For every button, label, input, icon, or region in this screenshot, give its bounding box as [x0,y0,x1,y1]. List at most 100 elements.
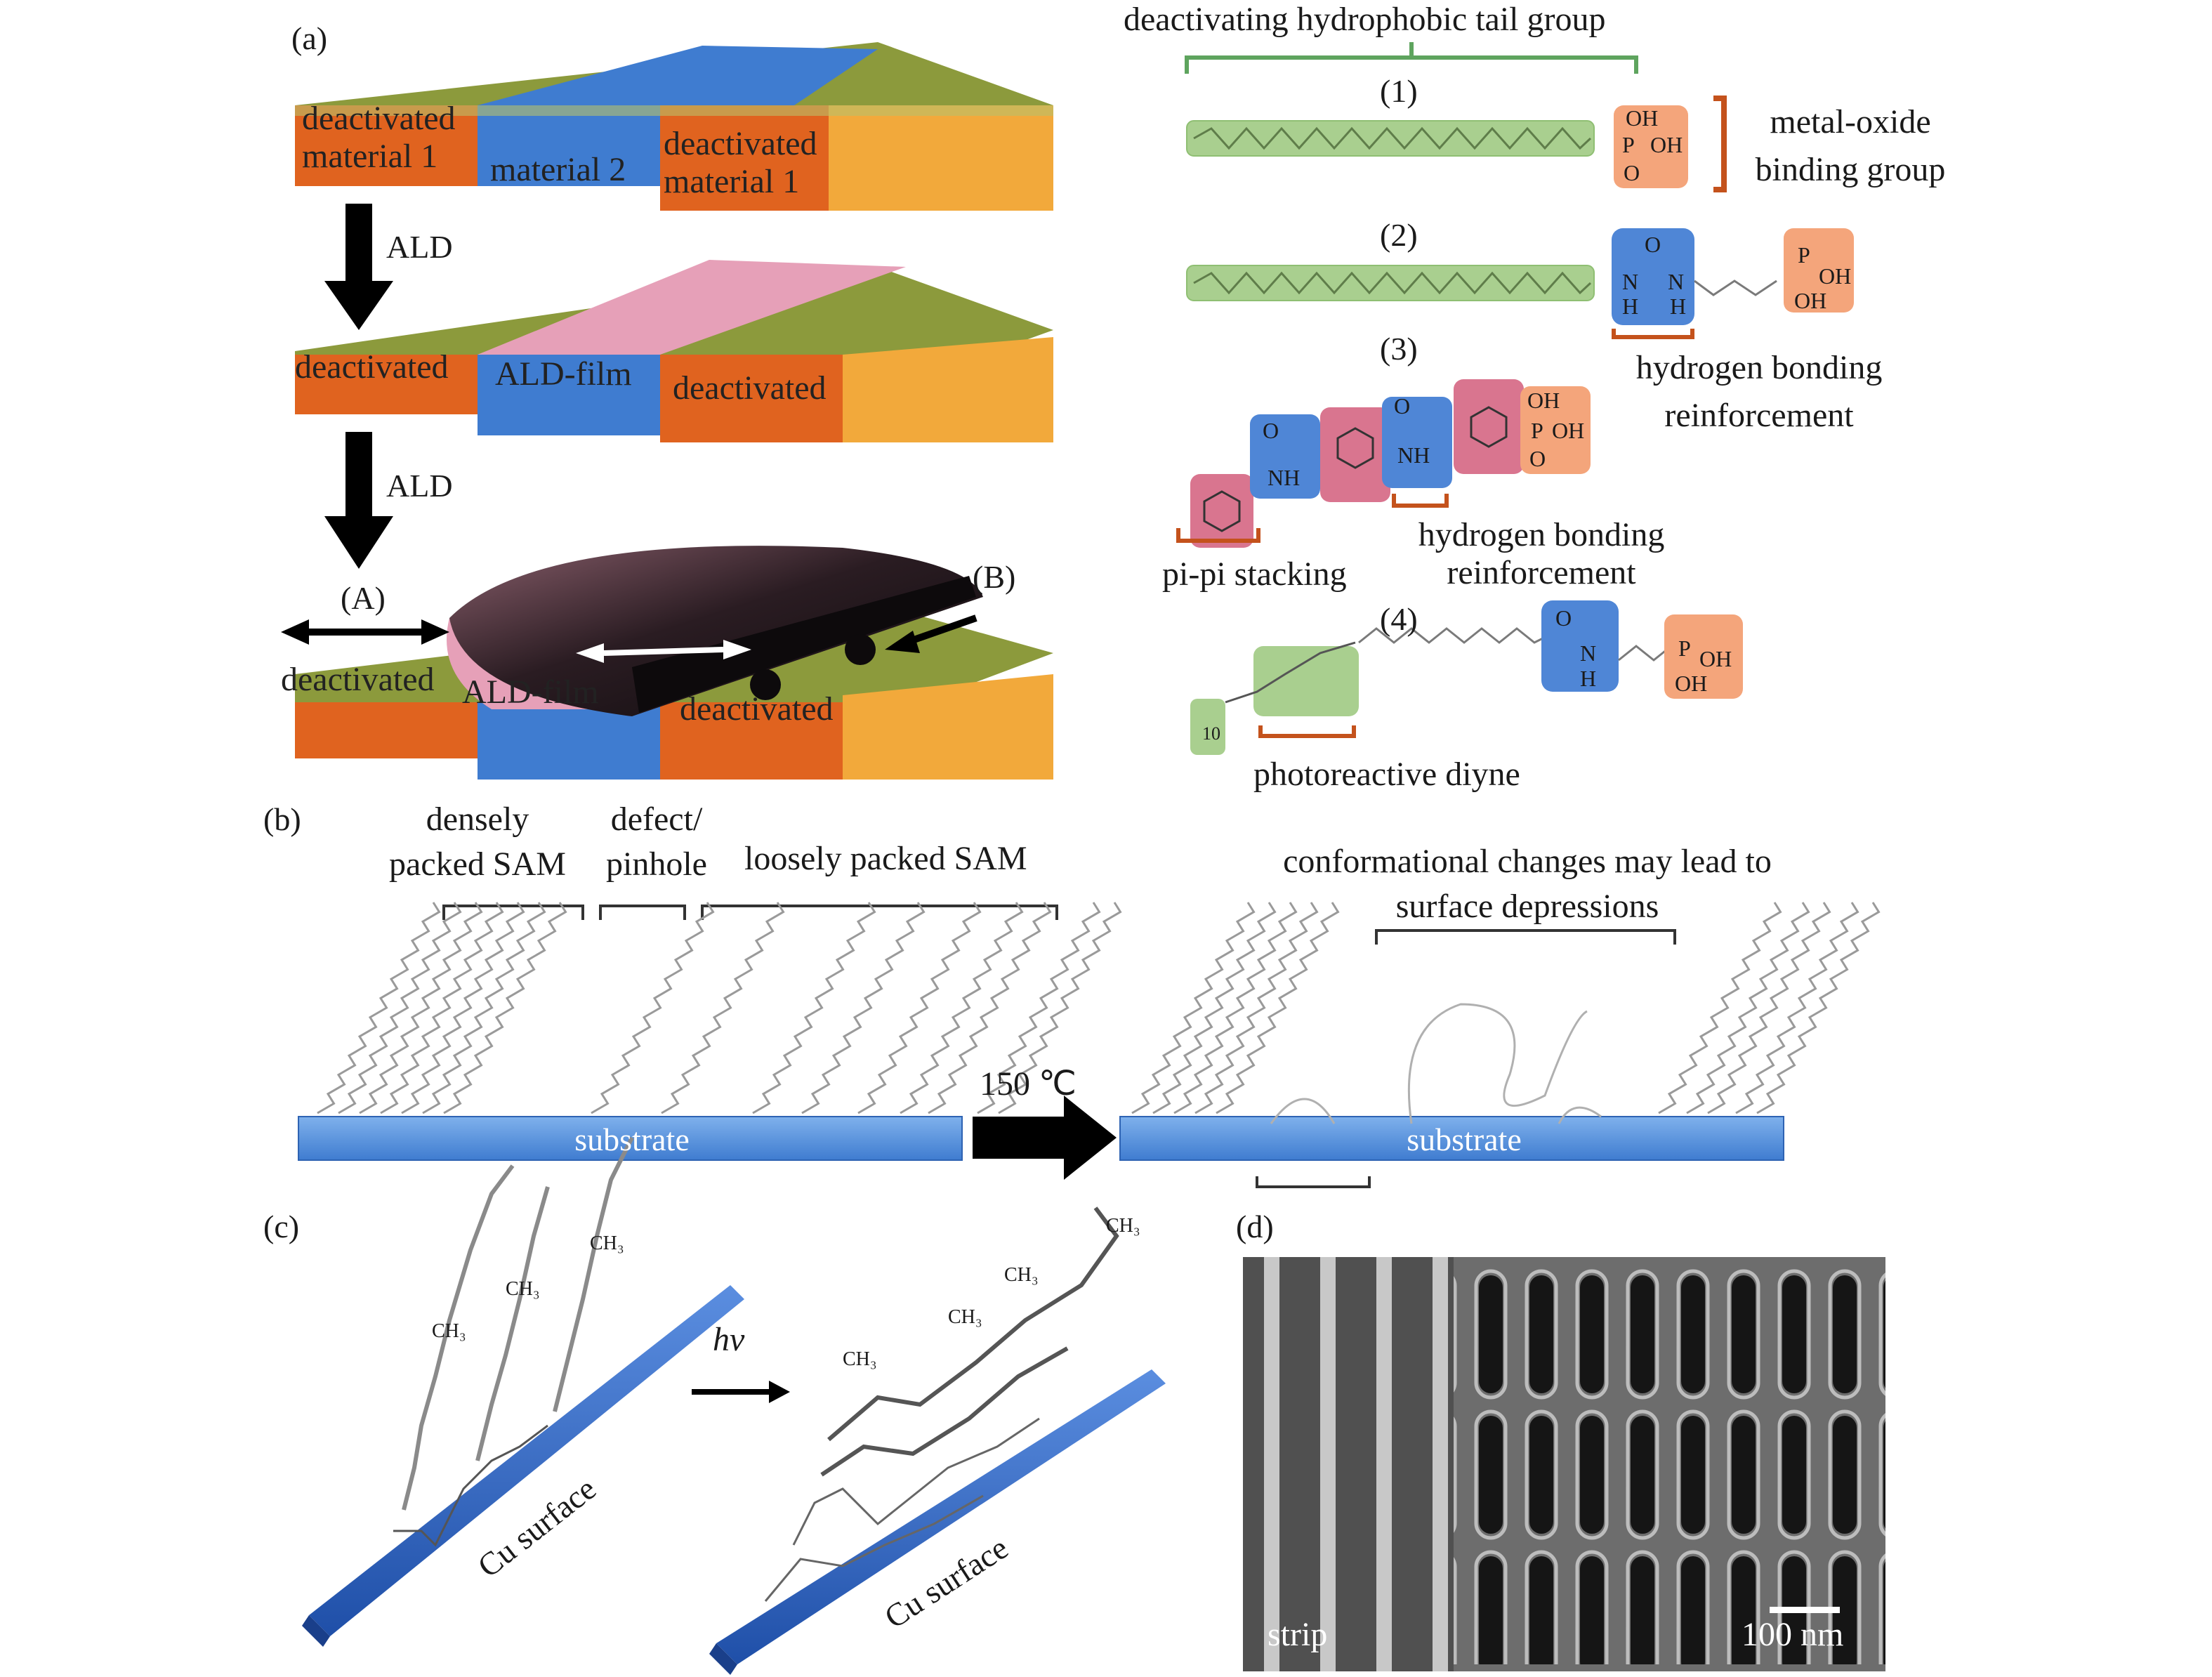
chem-o-4: O [1555,605,1572,631]
chem-h-2a: H [1622,294,1639,319]
molecule-3-number: (3) [1380,331,1418,367]
layer3-mark-a: (A) [341,580,386,616]
ch3-label-3: CH₃ [590,1232,624,1254]
chem-h-2b: H [1670,294,1687,319]
sam-chain-right [1194,902,1319,1114]
chem-p-2: P [1798,242,1810,268]
layer3-mark-b: (B) [973,559,1016,595]
chem-o-2: O [1645,232,1661,257]
panel-a-layer-1 [295,42,1053,211]
heat-arrow [973,1096,1117,1180]
conformational-loops [1270,1003,1602,1124]
hv-label: hv [713,1321,745,1358]
sam-chain-left [591,902,715,1114]
ch3-label-1: CH₃ [432,1320,466,1342]
layer3-left-label: deactivated [281,661,435,698]
sam-chain-left [338,902,462,1114]
sam-chain-right [1152,902,1277,1114]
chem-oh-2a: OH [1819,263,1852,289]
sam-chain-right [1707,902,1831,1114]
chem-o-3c: O [1529,446,1546,471]
arrow1-label: ALD [386,229,453,265]
sam-chain-left [380,902,504,1114]
molecule-4-number: (4) [1380,601,1418,637]
substrate-right-label: substrate [1407,1122,1522,1157]
chem-o-3a: O [1263,418,1279,443]
chem-h-4: H [1580,666,1597,691]
molecules-area [1176,42,1854,755]
chem-nh-3a: NH [1268,465,1301,490]
sam-chain-left [928,902,1052,1114]
chem-n-2a: N [1622,269,1639,294]
ch3-label-7: CH₃ [1106,1215,1140,1237]
chem-n-4: N [1580,640,1597,666]
chem-oh-4a: OH [1699,646,1732,671]
layer3-middle-label: ALD-film [462,673,599,711]
molecule-1-number: (1) [1380,73,1418,109]
layer2-left-label: deactivated [295,348,449,386]
layer3-right-label: deactivated [680,690,834,728]
sam-chain-left [977,902,1101,1114]
chem-n-2b: N [1668,269,1685,294]
hbond-label-1: hydrogen bonding reinforcement [1635,349,1883,434]
binding-group-label: metal-oxide binding group [1755,103,1946,188]
chem-oh-1b: OH [1650,132,1683,157]
substrate-left-label: substrate [574,1122,690,1157]
sam-chain-left [401,902,525,1114]
panel-d-sem-image [1243,1257,1885,1671]
panel-label-b: (b) [263,801,301,837]
sam-chain-left [998,902,1122,1114]
sam-chain-right [1173,902,1298,1114]
arrow2-label: ALD [386,468,453,504]
chem-oh-1: OH [1626,105,1659,131]
ch3-label-4: CH₃ [843,1348,877,1370]
panel-b-braces [442,905,1676,1188]
panel-label-c: (c) [263,1209,300,1244]
panel-label-d: (d) [1236,1209,1274,1244]
layer1-right-label: deactivated material 1 [664,125,817,200]
sam-chain-left [752,902,876,1114]
layer2-middle-label: ALD-film [495,355,632,393]
sam-chain-left [857,902,982,1114]
panel-b-sam-chains [317,902,1881,1114]
chem-oh-3b: OH [1552,418,1585,443]
dense-sam-label: densely packed SAM [389,801,566,883]
pipi-label: pi-pi stacking [1162,555,1347,593]
molecule-2-number: (2) [1380,217,1418,253]
panel-label-a: (a) [291,20,328,56]
chem-nh-3b: NH [1397,442,1430,468]
sam-chain-left [359,902,483,1114]
sam-chain-right [1216,902,1340,1114]
sam-chain-left [801,902,926,1114]
sam-chain-left [422,902,546,1114]
layer1-middle-label: material 2 [490,151,626,188]
ch3-label-5: CH₃ [948,1306,982,1328]
sam-chain-left [900,902,1024,1114]
chem-oh-2b: OH [1794,288,1827,313]
layer1-left-label: deactivated material 1 [302,100,456,175]
sam-chain-right [1658,902,1782,1114]
strip-label: strip [1268,1616,1328,1653]
conformational-label: conformational changes may lead to surfa… [1283,843,1772,925]
ch3-label-2: CH₃ [506,1278,540,1300]
chem-o-3b: O [1394,393,1411,419]
chem-ten: 10 [1202,723,1220,744]
sam-chain-right [1756,902,1881,1114]
ald-film-dome [449,546,983,716]
chem-p-3: P [1531,418,1543,443]
sam-chain-left [317,902,441,1114]
panel-a-layer-2 [295,260,1053,442]
panel-c-left [302,1136,744,1647]
sam-chain-right [1735,902,1859,1114]
layer2-right-label: deactivated [673,369,827,407]
hv-arrow [692,1381,790,1403]
diyne-label: photoreactive diyne [1253,756,1520,793]
ch3-label-6: CH₃ [1004,1264,1039,1286]
panel-a-arrows [324,204,393,569]
chem-p-4: P [1678,636,1691,661]
panel-c-right [709,1206,1166,1675]
chem-p-1: P [1622,132,1635,157]
panel-a-layer-3 [281,546,1053,780]
loose-sam-label: loosely packed SAM [744,840,1027,877]
chem-o-1: O [1624,160,1640,185]
